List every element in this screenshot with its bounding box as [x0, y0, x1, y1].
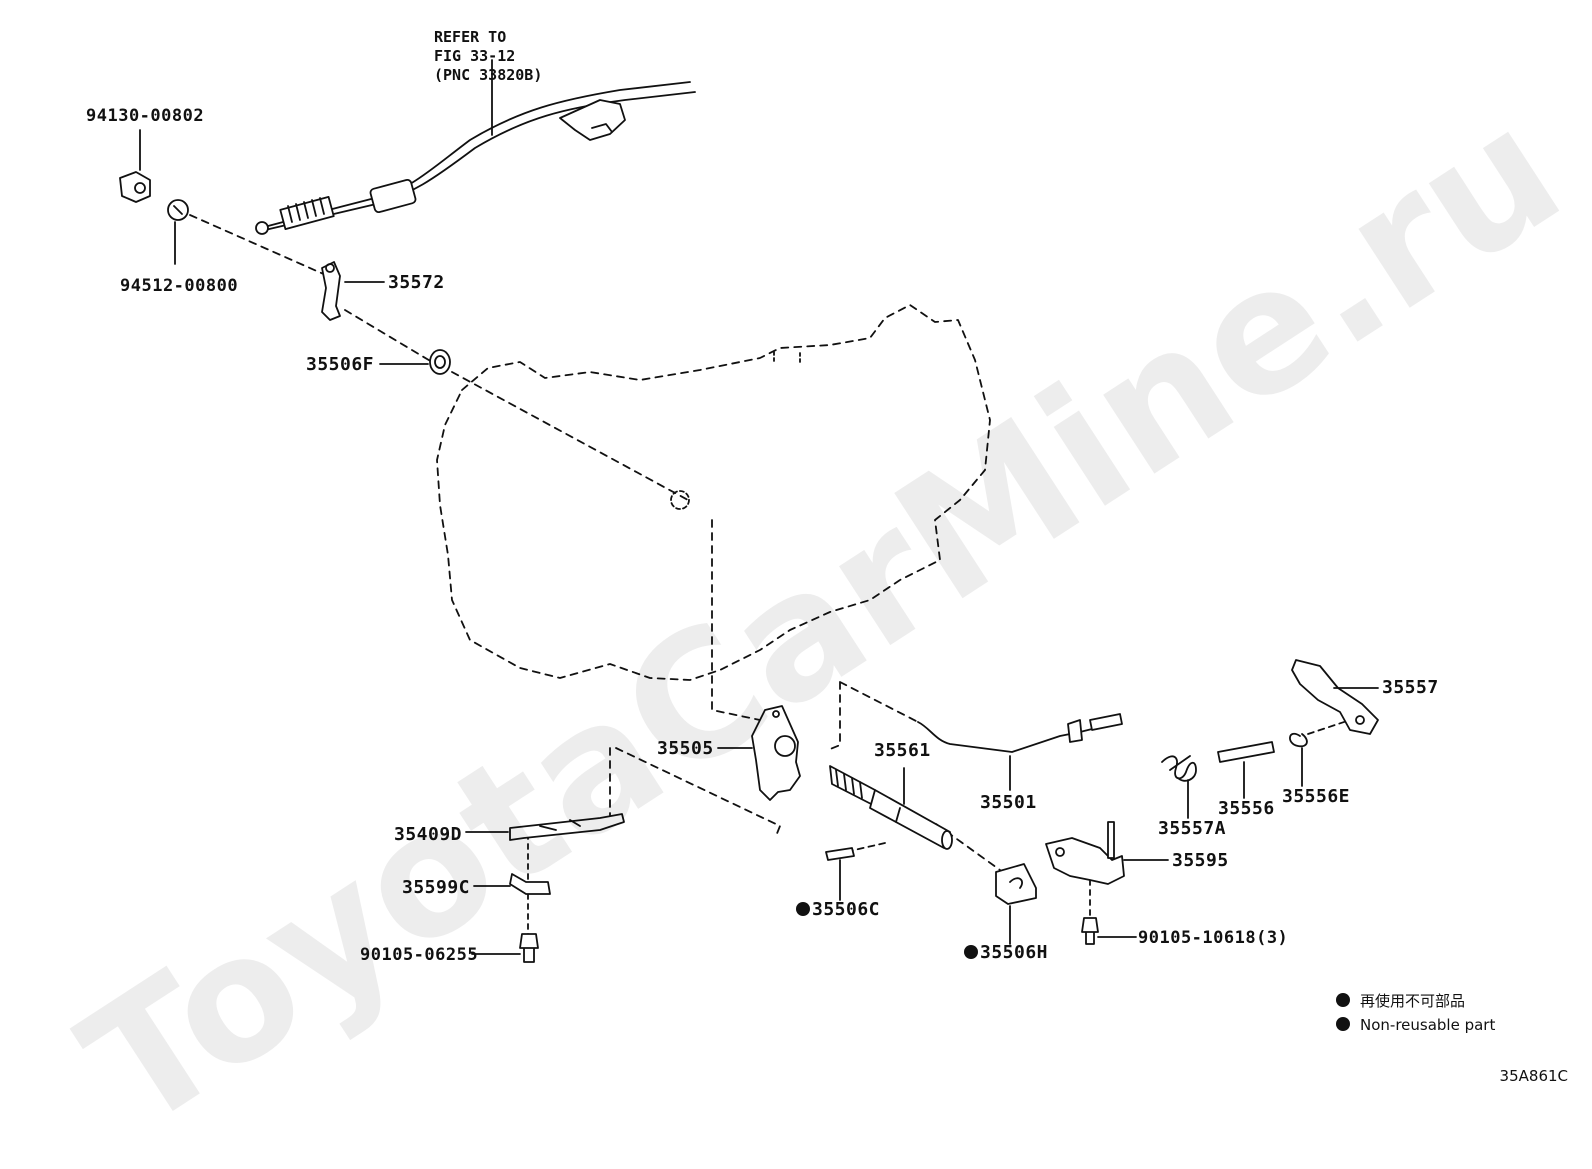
part-label-35556E[interactable]: 35556E	[1282, 786, 1351, 807]
part-label-90105-10618[interactable]: 90105-10618(3)	[1138, 928, 1289, 948]
part-label-35557[interactable]: 35557	[1382, 677, 1439, 698]
legend-dot-icon	[1336, 1017, 1350, 1031]
legend-en: Non-reusable part	[1336, 1016, 1495, 1034]
reference-line-3: (PNC 33820B)	[434, 66, 543, 84]
part-label-35505[interactable]: 35505	[657, 738, 714, 759]
legend-jp: 再使用不可部品	[1336, 990, 1465, 1011]
bracket-plate-35409D	[509, 813, 625, 841]
seal-35506F	[429, 349, 451, 375]
assembly-line-bracket	[609, 747, 781, 837]
reference-note: REFER TO FIG 33-12 (PNC 33820B)	[434, 28, 542, 85]
assembly-line-shaft	[711, 519, 761, 721]
bolt-90105-10618	[1081, 917, 1099, 945]
legend-jp-text: 再使用不可部品	[1360, 992, 1466, 1010]
bracket-35595	[1045, 837, 1125, 885]
part-number-35506H: 35506H	[980, 942, 1049, 963]
clamp-35599C	[509, 873, 551, 895]
part-label-35409D[interactable]: 35409D	[394, 824, 463, 845]
lever-35572	[321, 261, 341, 321]
part-label-35557A[interactable]: 35557A	[1158, 818, 1227, 839]
part-label-35572[interactable]: 35572	[388, 272, 445, 293]
part-label-35556[interactable]: 35556	[1218, 798, 1275, 819]
part-label-35561[interactable]: 35561	[874, 740, 931, 761]
part-label-94130-00802[interactable]: 94130-00802	[86, 106, 205, 126]
part-number-35506C: 35506C	[812, 899, 881, 920]
figure-code: 35A861C	[1499, 1067, 1568, 1085]
part-label-35506C[interactable]: 35506C	[796, 901, 880, 919]
transmission-outline	[436, 304, 991, 681]
reference-line-2: FIG 33-12	[434, 47, 516, 65]
reference-line-1: REFER TO	[434, 28, 507, 46]
spring-35557A	[1161, 755, 1197, 782]
non-reusable-dot-icon	[964, 945, 978, 959]
non-reusable-dot-icon	[796, 902, 810, 916]
assembly-line-rod	[827, 681, 919, 751]
part-label-35501[interactable]: 35501	[980, 792, 1037, 813]
part-label-35595[interactable]: 35595	[1172, 850, 1229, 871]
pin-35556	[1217, 741, 1275, 763]
exploded-parts-diagram	[119, 59, 1379, 963]
part-label-94512-00800[interactable]: 94512-00800	[120, 276, 239, 296]
assembly-line-main	[189, 214, 689, 501]
rod-35501	[917, 721, 1121, 753]
bolt-90105-06255	[519, 933, 539, 963]
legend-en-text: Non-reusable part	[1360, 1016, 1496, 1034]
part-label-35506H[interactable]: 35506H	[964, 944, 1048, 962]
clip-35556E	[1289, 733, 1308, 748]
part-label-35506F[interactable]: 35506F	[306, 354, 375, 375]
bushing-35506H	[995, 863, 1037, 905]
pin-35506C	[825, 847, 855, 861]
detent-plate-35505	[751, 705, 801, 801]
part-label-35599C[interactable]: 35599C	[402, 877, 471, 898]
part-label-90105-06255[interactable]: 90105-06255	[360, 945, 479, 965]
plate-35557	[1291, 659, 1379, 735]
legend-dot-icon	[1336, 993, 1350, 1007]
